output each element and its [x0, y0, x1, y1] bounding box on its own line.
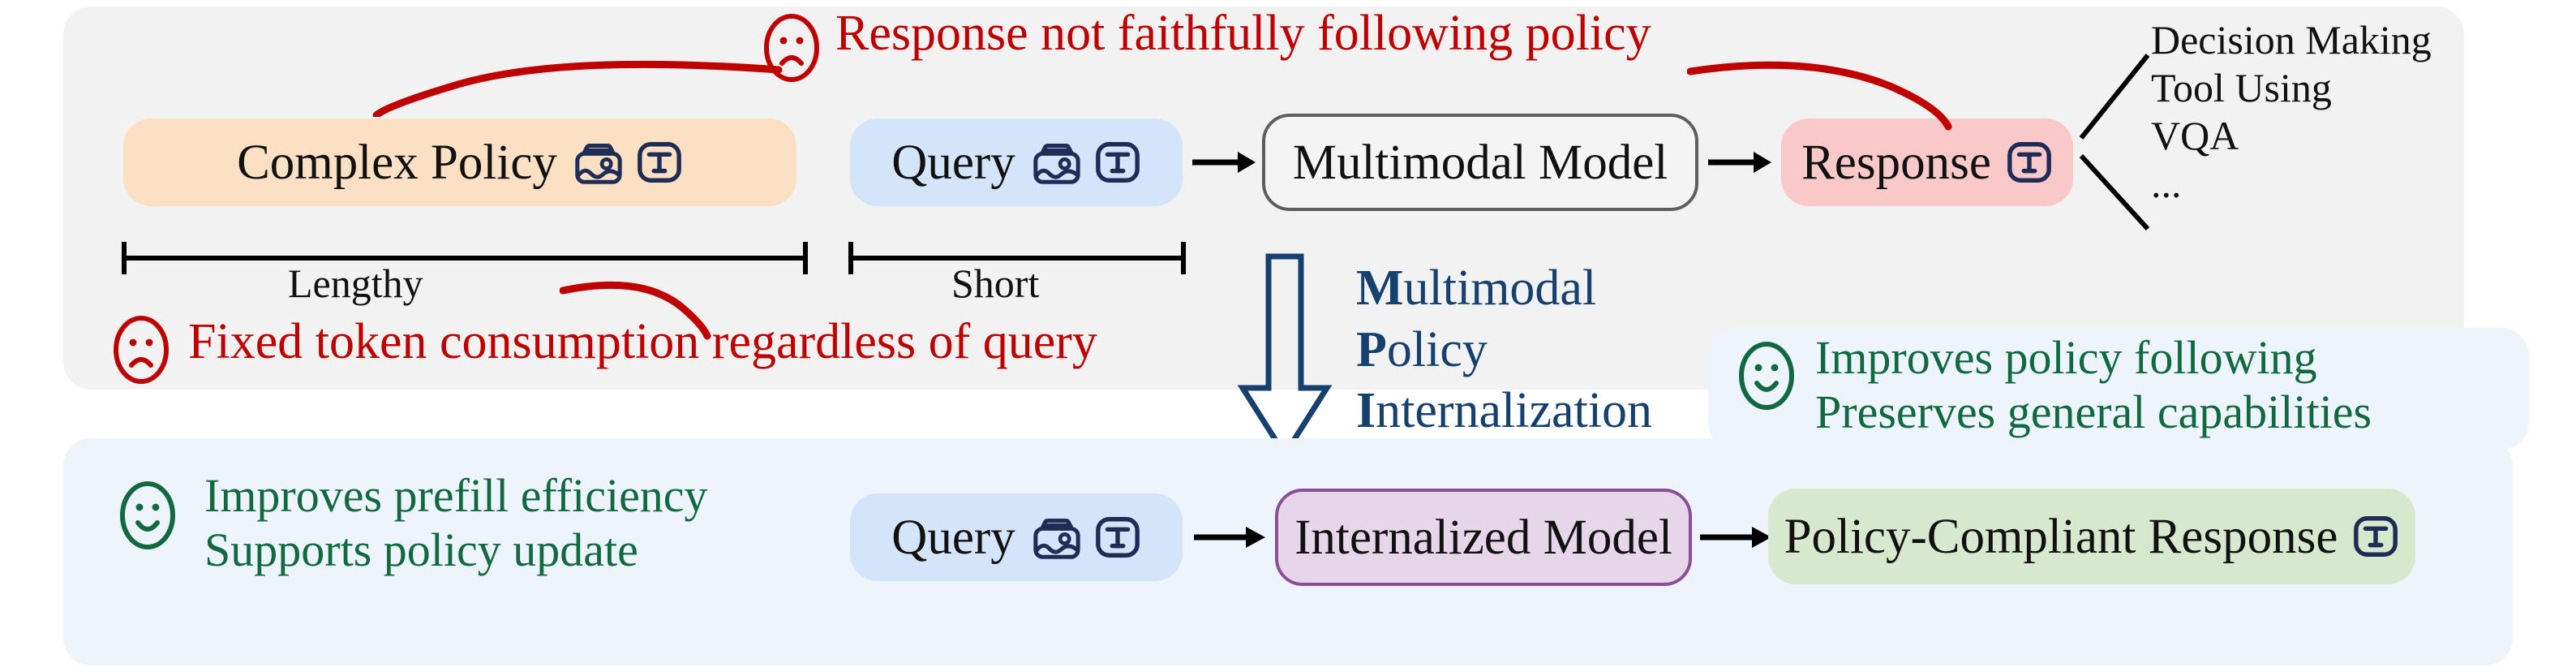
- arrow-model-to-response-bottom: [1698, 519, 1773, 552]
- image-icon: [1030, 137, 1084, 187]
- task-list-item: Decision Making: [2151, 17, 2432, 62]
- mpi-line-2: Policy: [1356, 320, 1652, 381]
- leader-line-upper: [2078, 47, 2167, 149]
- happy-face-icon: [1737, 341, 1796, 415]
- mpi-emphasis-i: I: [1356, 383, 1376, 439]
- task-list: Decision Making Tool Using VQA ...: [2151, 16, 2432, 208]
- query-label-bottom: Query: [891, 510, 1015, 565]
- query-chip-bottom[interactable]: Query: [850, 493, 1183, 581]
- policy-compliant-response-chip[interactable]: Policy-Compliant Response: [1768, 489, 2415, 584]
- policy-icon-row: [572, 137, 683, 187]
- query-label-top: Query: [891, 135, 1015, 190]
- text-icon: [2352, 511, 2399, 562]
- task-list-item: VQA: [2151, 113, 2239, 158]
- lengthy-curve: [559, 268, 722, 345]
- multimodal-model-chip[interactable]: Multimodal Model: [1262, 114, 1698, 211]
- warning-curve-to-policy: [234, 19, 785, 121]
- benefits-left-text: Improves prefill efficiency Supports pol…: [204, 469, 708, 577]
- mpi-line-3: Internalization: [1356, 381, 1652, 442]
- mpi-emphasis-m: M: [1356, 261, 1404, 316]
- benefits-right-text: Improves policy following Preserves gene…: [1815, 331, 2372, 439]
- arrow-query-to-model-bottom: [1192, 519, 1267, 552]
- response-chip[interactable]: Response: [1781, 118, 2073, 206]
- benefit-line: Supports policy update: [204, 523, 638, 576]
- happy-face-icon: [118, 480, 177, 554]
- sad-face-icon: [112, 315, 170, 389]
- complex-policy-label: Complex Policy: [237, 135, 557, 190]
- mpi-rest-1: ultimodal: [1403, 261, 1597, 316]
- internalized-model-label: Internalized Model: [1294, 510, 1672, 565]
- text-icon: [1094, 137, 1141, 187]
- response-icon-row: [2006, 137, 2053, 187]
- problem-text-2: Fixed token consumption regardless of qu…: [188, 314, 1097, 369]
- short-label: Short: [951, 261, 1040, 306]
- response-label: Response: [1801, 135, 1991, 190]
- down-arrow-outline-icon: [1236, 252, 1333, 465]
- multimodal-model-label: Multimodal Model: [1292, 135, 1668, 190]
- query-chip-top[interactable]: Query: [850, 118, 1183, 206]
- text-icon: [636, 137, 683, 187]
- mpi-emphasis-p: P: [1356, 321, 1387, 377]
- mpi-label: Multimodal Policy Internalization: [1356, 258, 1652, 442]
- mpi-line-1: Multimodal: [1356, 258, 1652, 320]
- complex-policy-chip[interactable]: Complex Policy: [123, 118, 796, 206]
- short-measure-bracket: [847, 239, 1187, 283]
- image-icon: [572, 137, 625, 187]
- sad-face-icon: [762, 13, 821, 87]
- benefits-right-backdrop: [1708, 328, 2529, 450]
- arrow-model-to-response-top: [1707, 144, 1773, 177]
- lengthy-label: Lengthy: [288, 261, 423, 306]
- pcr-icon-row: [2352, 511, 2399, 562]
- internalized-model-chip[interactable]: Internalized Model: [1275, 489, 1692, 586]
- arrow-query-to-model-top: [1191, 144, 1257, 177]
- task-list-item: Tool Using: [2151, 65, 2332, 110]
- text-icon: [2006, 137, 2053, 187]
- text-icon: [1094, 512, 1141, 562]
- lengthy-measure-bracket: [120, 239, 809, 283]
- problem-text-1: Response not faithfully following policy: [835, 6, 1651, 61]
- query-icon-row-top: [1030, 137, 1141, 187]
- mpi-rest-2: olicy: [1386, 321, 1488, 377]
- query-icon-row-bottom: [1030, 512, 1141, 562]
- benefit-line: Improves policy following: [1815, 331, 2317, 384]
- policy-compliant-response-label: Policy-Compliant Response: [1784, 509, 2338, 564]
- mpi-rest-3: nternalization: [1376, 383, 1652, 439]
- task-list-item: ...: [2151, 161, 2182, 206]
- benefit-line: Improves prefill efficiency: [204, 469, 708, 522]
- leader-line-lower: [2078, 151, 2167, 244]
- warning-curve-to-response: [1686, 26, 1963, 136]
- benefit-line: Preserves general capabilities: [1815, 385, 2372, 438]
- image-icon: [1030, 512, 1084, 562]
